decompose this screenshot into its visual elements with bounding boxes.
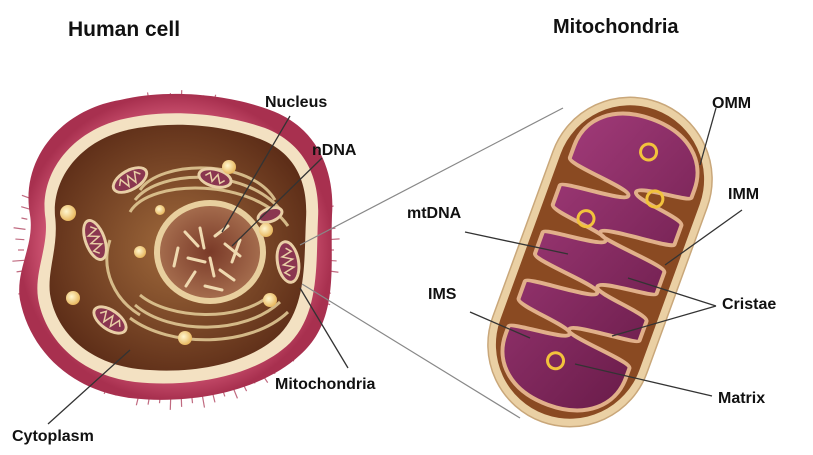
mitochondria-title: Mitochondria <box>553 16 679 39</box>
cytoplasm-label: Cytoplasm <box>12 428 94 446</box>
cell-hair <box>21 218 27 219</box>
human-cell-title: Human cell <box>68 18 180 42</box>
mitochondrion-illustration <box>465 74 735 450</box>
nucleus-label: Nucleus <box>265 94 327 112</box>
ndna-label: nDNA <box>312 142 356 160</box>
cell-hair <box>14 228 26 230</box>
nucleus-interior <box>160 206 260 298</box>
cell-hair <box>21 207 30 209</box>
human-cell-illustration <box>12 90 339 410</box>
cell-hair <box>202 396 204 408</box>
cristae-label: Cristae <box>722 296 776 314</box>
matrix-label: Matrix <box>718 390 765 408</box>
cell-hair <box>12 260 24 261</box>
cell-hair <box>15 239 24 240</box>
omm-label: OMM <box>712 95 751 113</box>
ims-label: IMS <box>428 286 456 304</box>
imm-label: IMM <box>728 186 759 204</box>
mtdna-label: mtDNA <box>407 205 461 223</box>
mitochondria-label: Mitochondria <box>275 376 375 394</box>
